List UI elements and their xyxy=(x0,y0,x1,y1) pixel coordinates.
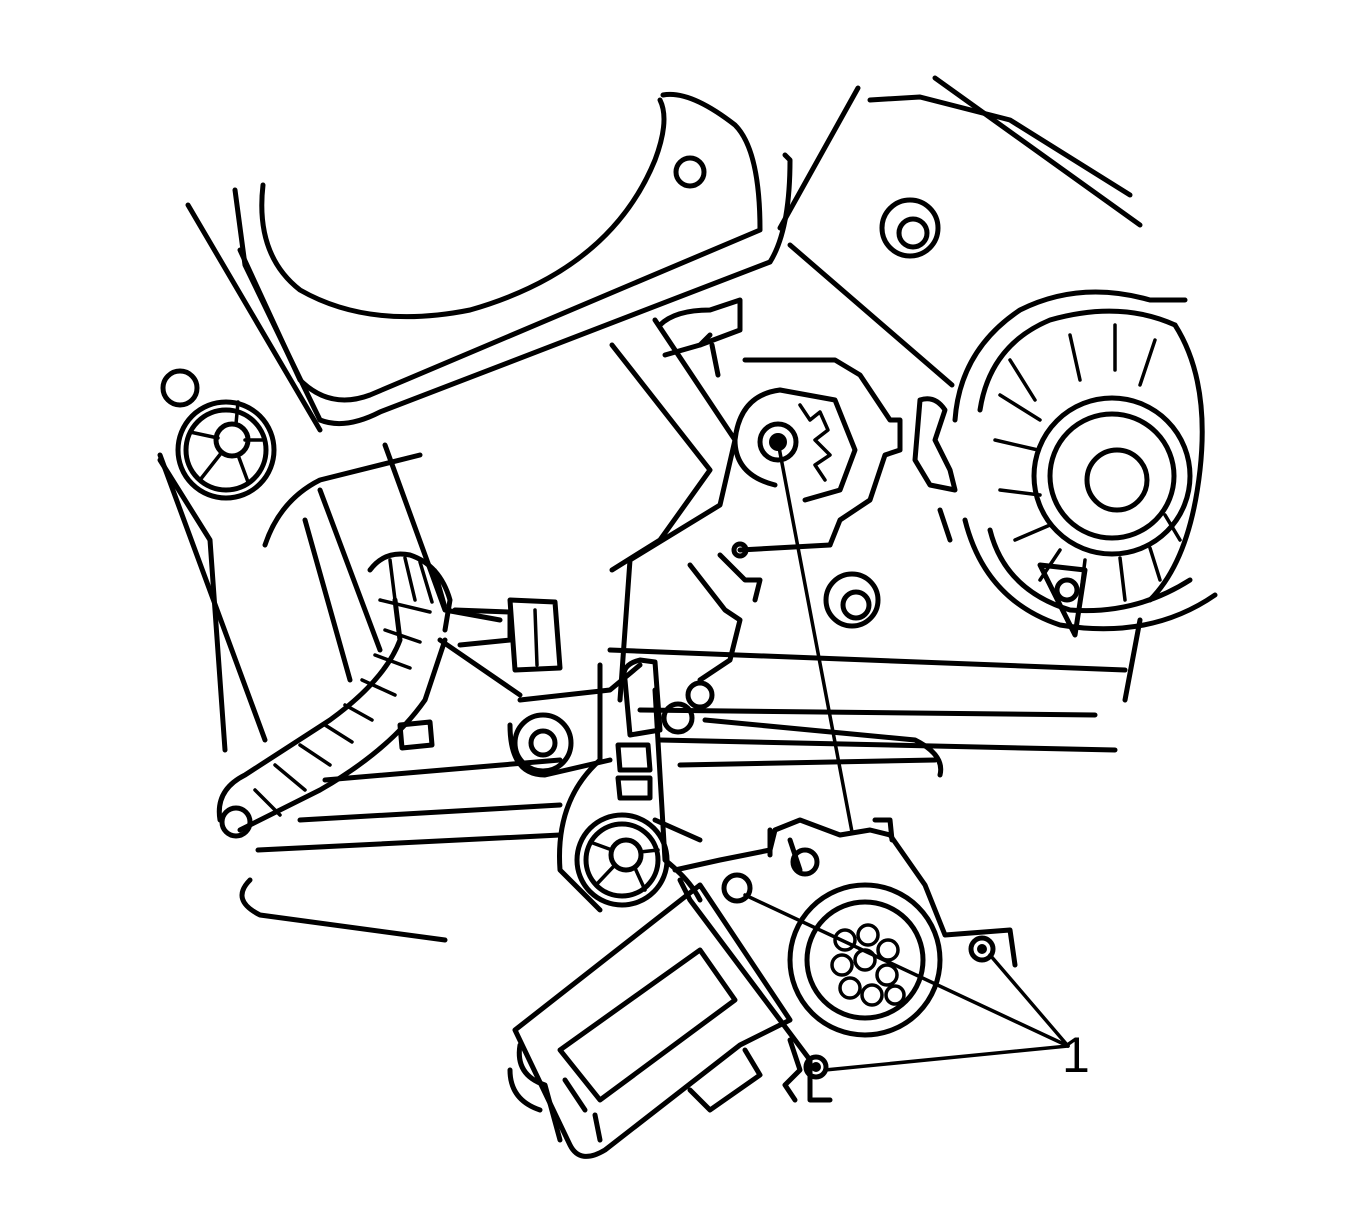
door-inner-panel xyxy=(185,75,1143,703)
regulator-guide-rail xyxy=(607,552,1143,801)
motor-gear-hub xyxy=(830,923,906,1007)
regulator-motor xyxy=(507,817,1018,1159)
regulator-lift-arm xyxy=(437,637,703,913)
cable-drum xyxy=(952,289,1218,638)
rivet-lower xyxy=(574,812,670,908)
mounting-bolt-hole xyxy=(721,872,753,904)
mounting-bolt-hole xyxy=(803,1054,829,1080)
pinion-alignment-line xyxy=(776,440,854,834)
sector-gear-plate xyxy=(657,297,958,559)
callout-leaders xyxy=(743,893,1070,1072)
rivet-left xyxy=(175,399,277,501)
wiring-harness xyxy=(216,442,563,839)
frame-hole xyxy=(160,368,200,408)
panel-hole xyxy=(673,155,707,189)
panel-rivets xyxy=(823,197,941,629)
callout-number-1: 1 xyxy=(1062,1027,1090,1083)
door-frame-left xyxy=(157,368,563,943)
mounting-bolt-hole xyxy=(968,935,996,963)
